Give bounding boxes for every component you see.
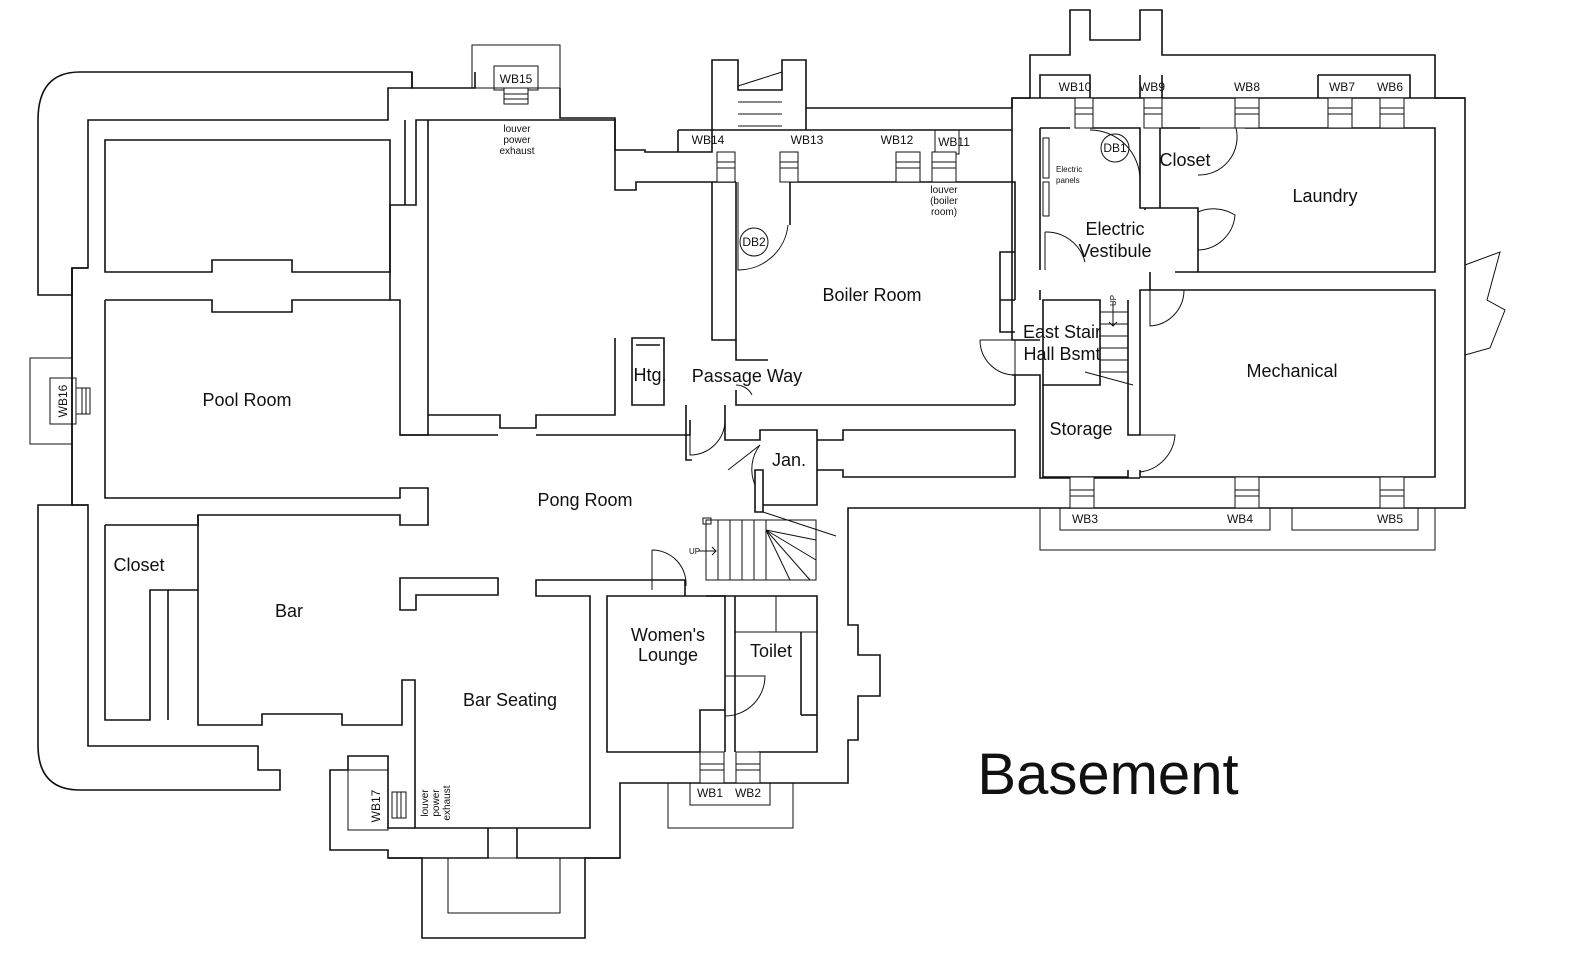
electric-panels-note-line1: Electric <box>1056 165 1082 174</box>
room-label-electric-vestibule-line1: Electric <box>1085 219 1144 239</box>
louver-top-note-line3: exhaust <box>499 146 534 157</box>
room-label-east-stair-line2: Hall Bsmt <box>1023 344 1100 364</box>
wb3-label: WB3 <box>1072 512 1098 526</box>
room-label-passage-way: Passage Way <box>692 366 802 386</box>
wb14-label: WB14 <box>692 133 725 147</box>
room-label-womens-lounge-line2: Lounge <box>638 645 698 665</box>
wb8-label: WB8 <box>1234 80 1260 94</box>
womens-lounge-walls <box>606 549 818 753</box>
room-label-janitor: Jan. <box>772 450 806 470</box>
bar-area-walls <box>104 515 655 914</box>
pool-room-walls <box>104 119 712 526</box>
louver-boiler-note-line2: (boiler <box>930 196 958 207</box>
east-window-wells <box>848 97 1436 551</box>
room-label-electric-vestibule-line2: Vestibule <box>1078 241 1151 261</box>
east-stair-up-note: UP <box>1109 295 1118 306</box>
db2-label: DB2 <box>742 235 766 249</box>
annotation-notes: louver power exhaust louver (boiler room… <box>420 124 1118 821</box>
room-label-mechanical: Mechanical <box>1246 361 1337 381</box>
plan-title: Basement <box>977 742 1238 807</box>
wb7-label: WB7 <box>1329 80 1355 94</box>
louver-bottom-note-line3: exhaust <box>442 785 453 820</box>
stair-up-note: UP <box>689 547 700 556</box>
wb2-label: WB2 <box>735 786 761 800</box>
outer-building-shell <box>71 9 1466 939</box>
room-label-toilet: Toilet <box>750 641 792 661</box>
louver-top-note-line2: power <box>503 135 531 146</box>
wb11-label: WB11 <box>938 135 970 149</box>
wb4-label: WB4 <box>1227 512 1253 526</box>
room-label-closet-west: Closet <box>113 555 164 575</box>
wb17-label: WB17 <box>369 789 383 822</box>
wb16-label: WB16 <box>56 384 70 417</box>
room-label-east-stair-line1: East Stair <box>1023 322 1101 342</box>
louver-bottom-note-line2: power <box>431 789 442 817</box>
wb1-label: WB1 <box>697 786 723 800</box>
electric-panels-note-line2: panels <box>1056 176 1080 185</box>
wb10-label: WB10 <box>1059 80 1092 94</box>
room-label-bar-seating: Bar Seating <box>463 690 557 710</box>
window-well-labels: WB1 WB2 WB3 WB4 WB5 WB6 WB7 WB8 WB9 WB10… <box>56 72 1403 822</box>
room-label-storage: Storage <box>1049 419 1112 439</box>
boiler-room-walls <box>999 251 1016 405</box>
wb5-label: WB5 <box>1377 512 1403 526</box>
wb15-label: WB15 <box>500 72 533 86</box>
room-labels: Pool Room Pong Room Closet Bar Bar Seati… <box>113 150 1357 710</box>
wb12-label: WB12 <box>881 133 914 147</box>
room-label-boiler-room: Boiler Room <box>822 285 921 305</box>
room-label-bar: Bar <box>275 601 303 621</box>
window-well-wb15 <box>471 44 561 105</box>
central-stair <box>698 511 837 581</box>
downspout-markers: DB1 DB2 <box>742 141 1127 249</box>
wb6-label: WB6 <box>1377 80 1403 94</box>
louver-top-note-line1: louver <box>503 124 531 135</box>
west-exterior-walls <box>37 71 413 791</box>
wb9-label: WB9 <box>1139 80 1165 94</box>
room-label-pong-room: Pong Room <box>537 490 632 510</box>
window-well-wb17 <box>347 769 407 831</box>
louver-bottom-note-line1: louver <box>420 789 431 817</box>
louver-boiler-note-line3: room) <box>931 207 957 218</box>
north-window-frames <box>716 151 957 183</box>
room-label-pool-room: Pool Room <box>202 390 291 410</box>
east-wing-walls <box>979 74 1506 479</box>
room-label-laundry: Laundry <box>1292 186 1357 206</box>
louver-boiler-note-line1: louver <box>930 185 958 196</box>
db1-label: DB1 <box>1103 141 1127 155</box>
window-well-wb16 <box>29 357 91 445</box>
room-label-womens-lounge-line1: Women's <box>631 625 705 645</box>
south-window-wells <box>667 751 794 829</box>
room-label-heating: Htg. <box>633 365 666 385</box>
north-service-walls <box>677 71 1016 340</box>
wb13-label: WB13 <box>791 133 824 147</box>
passage-way-walls <box>631 182 1016 513</box>
room-label-closet-east: Closet <box>1159 150 1210 170</box>
